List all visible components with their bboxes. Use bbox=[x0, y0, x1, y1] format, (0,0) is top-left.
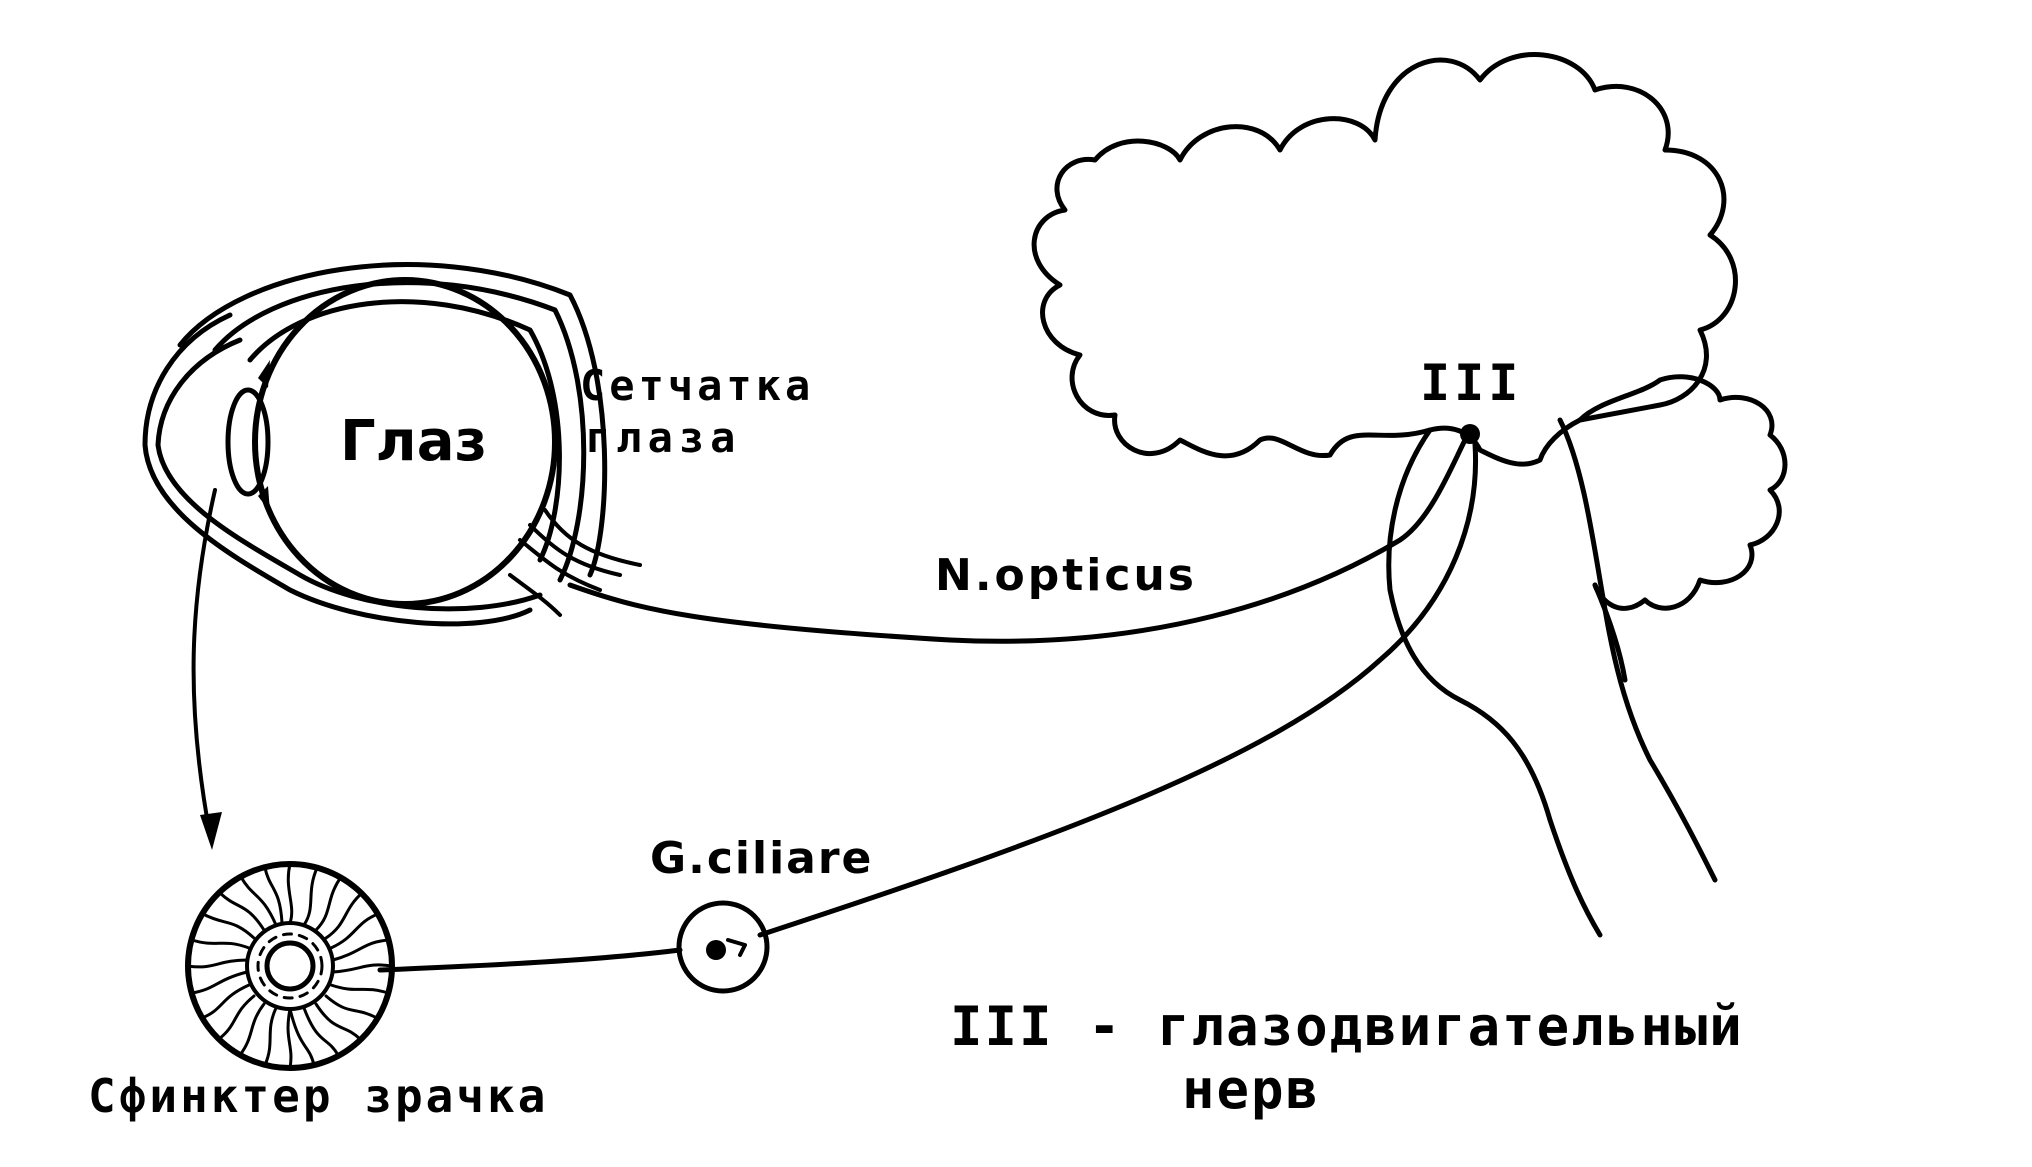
nucleus-III bbox=[1460, 424, 1480, 444]
iris-fibers bbox=[186, 862, 394, 1070]
ciliary-ganglion: G.ciliare bbox=[650, 833, 873, 994]
ganglion-circle bbox=[676, 900, 770, 994]
sphincter-label: Сфинктер зрачка bbox=[88, 1069, 548, 1123]
pupil bbox=[264, 940, 316, 992]
eye-layer-outer bbox=[177, 262, 608, 578]
oculomotor-nerve-path bbox=[757, 441, 1479, 938]
pupil-sphincter: Сфинктер зрачка bbox=[88, 861, 548, 1123]
pupil-ring-dashed bbox=[256, 932, 324, 1000]
optic-nerve-label: N.opticus bbox=[935, 550, 1197, 601]
ganglion-synapse bbox=[726, 938, 747, 957]
iris-ring bbox=[245, 921, 335, 1011]
eye-layer-inner bbox=[247, 299, 562, 563]
eyelid-outline bbox=[155, 337, 543, 612]
eye-layer-middle bbox=[212, 280, 587, 583]
eye: Глаз Сетчатка глаза bbox=[142, 262, 814, 627]
eye-to-sphincter-arrowhead bbox=[200, 812, 222, 850]
cerebrum bbox=[1031, 52, 1738, 467]
lens bbox=[225, 387, 271, 497]
ganglion-dot bbox=[706, 940, 726, 960]
brain: III bbox=[1031, 52, 1788, 938]
legend-line-1: III - глазодвигательный bbox=[950, 995, 1744, 1058]
retina-label-line1: Сетчатка bbox=[580, 361, 814, 410]
optic-exit-1 bbox=[518, 538, 602, 592]
optic-exit-3 bbox=[543, 508, 642, 567]
cerebellum bbox=[1577, 374, 1788, 611]
legend-line-2: нерв bbox=[1182, 1058, 1320, 1121]
eye-label: Глаз bbox=[340, 409, 487, 474]
nucleus-label: III bbox=[1420, 354, 1522, 412]
ganglion-label: G.ciliare bbox=[650, 833, 873, 884]
optic-exit-2 bbox=[528, 523, 622, 577]
ciliary-mark-top bbox=[258, 360, 270, 388]
eye-to-sphincter-arrow bbox=[191, 488, 217, 837]
optic-exit-4 bbox=[508, 573, 562, 617]
brainstem-front bbox=[1386, 427, 1603, 938]
optic-nerve-path bbox=[567, 437, 1468, 644]
eyelid-outline-outer bbox=[142, 312, 533, 627]
brainstem-back bbox=[1557, 417, 1718, 883]
ciliary-mark-bottom bbox=[258, 486, 270, 512]
postganglionic-fiber bbox=[377, 947, 683, 973]
brainstem-inner bbox=[1592, 582, 1628, 683]
retina-label-line2: глаза bbox=[585, 413, 741, 462]
